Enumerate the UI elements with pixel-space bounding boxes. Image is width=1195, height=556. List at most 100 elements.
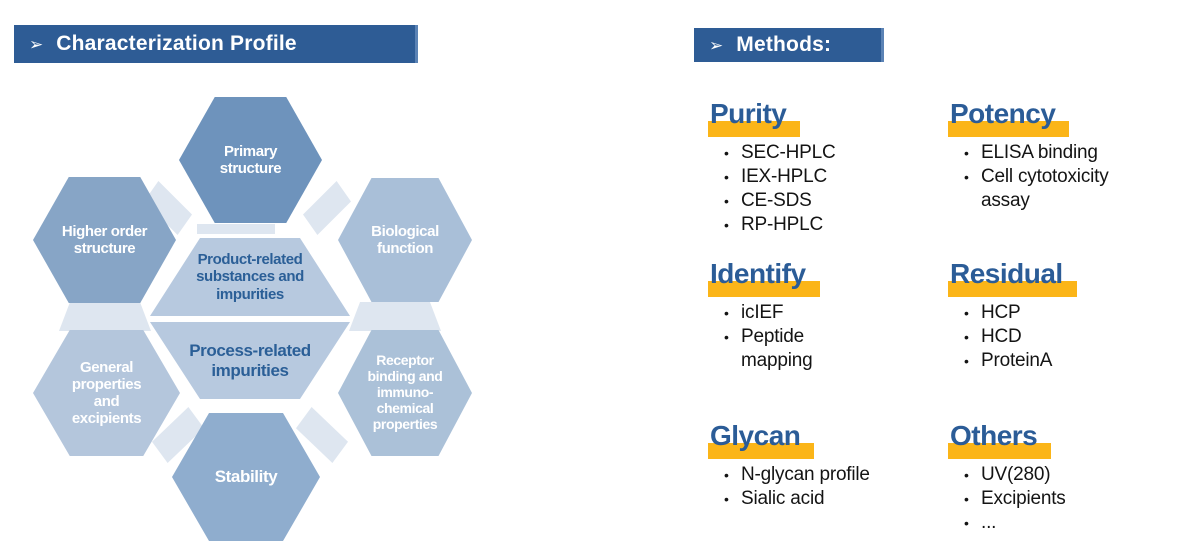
method-item: • Cell cytotoxicity xyxy=(950,165,1188,189)
hexagon-biological: Biological function xyxy=(338,178,472,302)
hexagon-center-bottom: Process-related impurities xyxy=(150,322,350,399)
method-item-text: Peptide xyxy=(741,326,805,347)
hexagon-general: General properties and excipients xyxy=(33,330,180,456)
connector-shape xyxy=(349,302,441,331)
method-item: • Excipients xyxy=(950,487,1188,511)
bullet-icon: • xyxy=(724,467,729,483)
method-item-list: • HCP • HCD • ProteinA xyxy=(950,301,1188,373)
bullet-icon: • xyxy=(724,491,729,507)
bullet-icon: • xyxy=(964,169,969,185)
bullet-icon: • xyxy=(724,193,729,209)
method-section-potency: Potency • ELISA binding • Cell cytotoxic… xyxy=(948,97,1188,213)
bullet-icon: • xyxy=(964,145,969,161)
method-item-text: ... xyxy=(981,512,997,533)
method-item-text: mapping xyxy=(741,350,813,371)
method-item-list: • UV(280) • Excipients • ... xyxy=(950,463,1188,535)
method-item: • ... xyxy=(950,511,1188,535)
bullet-icon: • xyxy=(964,305,969,321)
method-item: assay xyxy=(950,189,1188,213)
characterization-profile-banner: ➢ Characterization Profile xyxy=(14,25,418,63)
bullet-icon: • xyxy=(964,353,969,369)
method-item-list: • N-glycan profile • Sialic acid xyxy=(710,463,948,511)
method-heading: Potency xyxy=(948,97,1070,137)
method-item: • icIEF xyxy=(710,301,948,325)
method-item: • N-glycan profile xyxy=(710,463,948,487)
method-heading-text: Identify xyxy=(710,258,806,289)
connector-shape xyxy=(59,302,151,331)
method-heading: Glycan xyxy=(708,419,815,459)
method-heading-text: Others xyxy=(950,420,1038,451)
method-heading-text: Purity xyxy=(710,98,787,129)
bullet-icon: • xyxy=(724,169,729,185)
method-heading: Identify xyxy=(708,257,820,297)
method-item-text: HCP xyxy=(981,302,1021,323)
method-heading: Purity xyxy=(708,97,801,137)
arrowhead-icon: ➢ xyxy=(709,35,724,55)
method-item-text: IEX-HPLC xyxy=(741,166,828,187)
hexagon-label: Biological function xyxy=(371,222,439,257)
hexagon-label: Stability xyxy=(214,467,278,487)
hexagon-label: Process-related impurities xyxy=(189,341,311,380)
hexagon-primary: Primary structure xyxy=(179,97,322,223)
method-item: • Sialic acid xyxy=(710,487,948,511)
highlight-bar xyxy=(708,443,815,459)
method-item-list: • SEC-HPLC • IEX-HPLC • CE-SDS • RP-HPLC xyxy=(710,141,948,237)
methods-banner: ➢ Methods: xyxy=(694,28,884,62)
hexagon-label: Product-related substances and impuritie… xyxy=(196,251,304,303)
method-item: • HCD xyxy=(950,325,1188,349)
hexagon-label: Primary structure xyxy=(219,142,282,177)
method-heading: Residual xyxy=(948,257,1077,297)
method-section-glycan: Glycan • N-glycan profile • Sialic acid xyxy=(708,419,948,511)
method-item-text: Cell cytotoxicity xyxy=(981,166,1109,187)
method-item: • ELISA binding xyxy=(950,141,1188,165)
method-item-text: Excipients xyxy=(981,488,1066,509)
method-item: • Peptide xyxy=(710,325,948,349)
bullet-icon: • xyxy=(724,329,729,345)
connector-shape xyxy=(303,181,351,235)
method-heading: Others xyxy=(948,419,1052,459)
method-item-text: N-glycan profile xyxy=(741,464,870,485)
method-item: • CE-SDS xyxy=(710,189,948,213)
method-item-text: UV(280) xyxy=(981,464,1051,485)
highlight-bar xyxy=(948,281,1077,297)
bullet-icon: • xyxy=(724,217,729,233)
method-item: • ProteinA xyxy=(950,349,1188,373)
method-item: • UV(280) xyxy=(950,463,1188,487)
highlight-bar xyxy=(708,281,820,297)
method-item-text: ELISA binding xyxy=(981,142,1098,163)
method-item: • HCP xyxy=(950,301,1188,325)
hexagon-label: Receptor binding and immuno- chemical pr… xyxy=(367,352,443,432)
method-item-list: • ELISA binding • Cell cytotoxicity assa… xyxy=(950,141,1188,213)
method-section-purity: Purity • SEC-HPLC • IEX-HPLC • CE-SDS • … xyxy=(708,97,948,237)
method-item-text: RP-HPLC xyxy=(741,214,824,235)
bullet-icon: • xyxy=(964,515,969,531)
method-item-text: CE-SDS xyxy=(741,190,812,211)
arrowhead-icon: ➢ xyxy=(29,34,44,54)
bullet-icon: • xyxy=(964,329,969,345)
method-item: • SEC-HPLC xyxy=(710,141,948,165)
bullet-icon: • xyxy=(724,145,729,161)
method-item-text: SEC-HPLC xyxy=(741,142,836,163)
method-item: • IEX-HPLC xyxy=(710,165,948,189)
method-item-text: Sialic acid xyxy=(741,488,825,509)
method-item-text: icIEF xyxy=(741,302,784,323)
hexagon-center-top: Product-related substances and impuritie… xyxy=(150,238,350,316)
hexagon-label: General properties and excipients xyxy=(71,358,142,428)
method-item-text: assay xyxy=(981,190,1030,211)
method-item-text: ProteinA xyxy=(981,350,1053,371)
highlight-bar xyxy=(948,443,1052,459)
highlight-bar xyxy=(708,121,801,137)
method-heading-text: Potency xyxy=(950,98,1056,129)
bullet-icon: • xyxy=(724,305,729,321)
method-item-list: • icIEF • Peptide mapping xyxy=(710,301,948,373)
method-heading-text: Glycan xyxy=(710,420,801,451)
hexagon-receptor: Receptor binding and immuno- chemical pr… xyxy=(338,330,472,456)
method-section-residual: Residual • HCP • HCD • ProteinA xyxy=(948,257,1188,373)
method-heading-text: Residual xyxy=(950,258,1063,289)
hexagon-label: Higher order structure xyxy=(61,222,148,257)
bullet-icon: • xyxy=(964,467,969,483)
bullet-icon: • xyxy=(964,491,969,507)
method-section-identify: Identify • icIEF • Peptide mapping xyxy=(708,257,948,373)
methods-title: Methods: xyxy=(736,33,832,56)
